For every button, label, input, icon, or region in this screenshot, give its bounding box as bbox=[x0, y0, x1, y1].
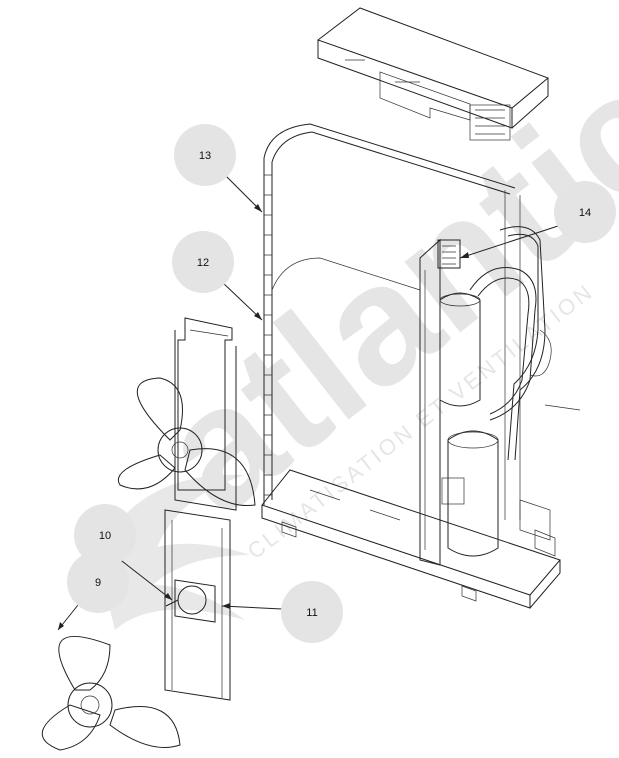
callout-13-label: 13 bbox=[199, 150, 211, 162]
base-pan bbox=[261, 469, 561, 609]
refrigerant-piping bbox=[469, 190, 581, 557]
watermark: atlantic CLIMATISATION ET VENTILATION bbox=[95, 33, 619, 630]
callout-10-label: 10 bbox=[99, 530, 111, 542]
heat-exchanger-coil bbox=[263, 123, 516, 505]
callout-11: 11 bbox=[281, 581, 343, 643]
upper-fan-blade bbox=[117, 377, 256, 507]
lower-fan-motor-bracket bbox=[164, 509, 231, 701]
callout-11-label: 11 bbox=[306, 607, 317, 619]
fan-motor bbox=[165, 585, 207, 615]
upper-fan-motor-bracket bbox=[174, 317, 237, 511]
callout-9-label: 9 bbox=[95, 577, 101, 589]
terminal-block bbox=[437, 239, 461, 269]
leader-lines bbox=[57, 171, 559, 631]
lower-fan-blade bbox=[41, 636, 181, 751]
callout-13: 13 bbox=[174, 124, 236, 186]
control-box bbox=[316, 7, 549, 141]
callout-10: 10 bbox=[74, 504, 136, 566]
callout-14-label: 14 bbox=[579, 207, 591, 219]
accumulator bbox=[439, 292, 481, 407]
callout-12: 12 bbox=[172, 231, 234, 293]
callout-9: 9 bbox=[67, 551, 129, 613]
callout-14: 14 bbox=[554, 181, 616, 243]
callout-12-label: 12 bbox=[197, 257, 209, 269]
compressor bbox=[441, 430, 499, 557]
side-panel bbox=[419, 238, 441, 566]
